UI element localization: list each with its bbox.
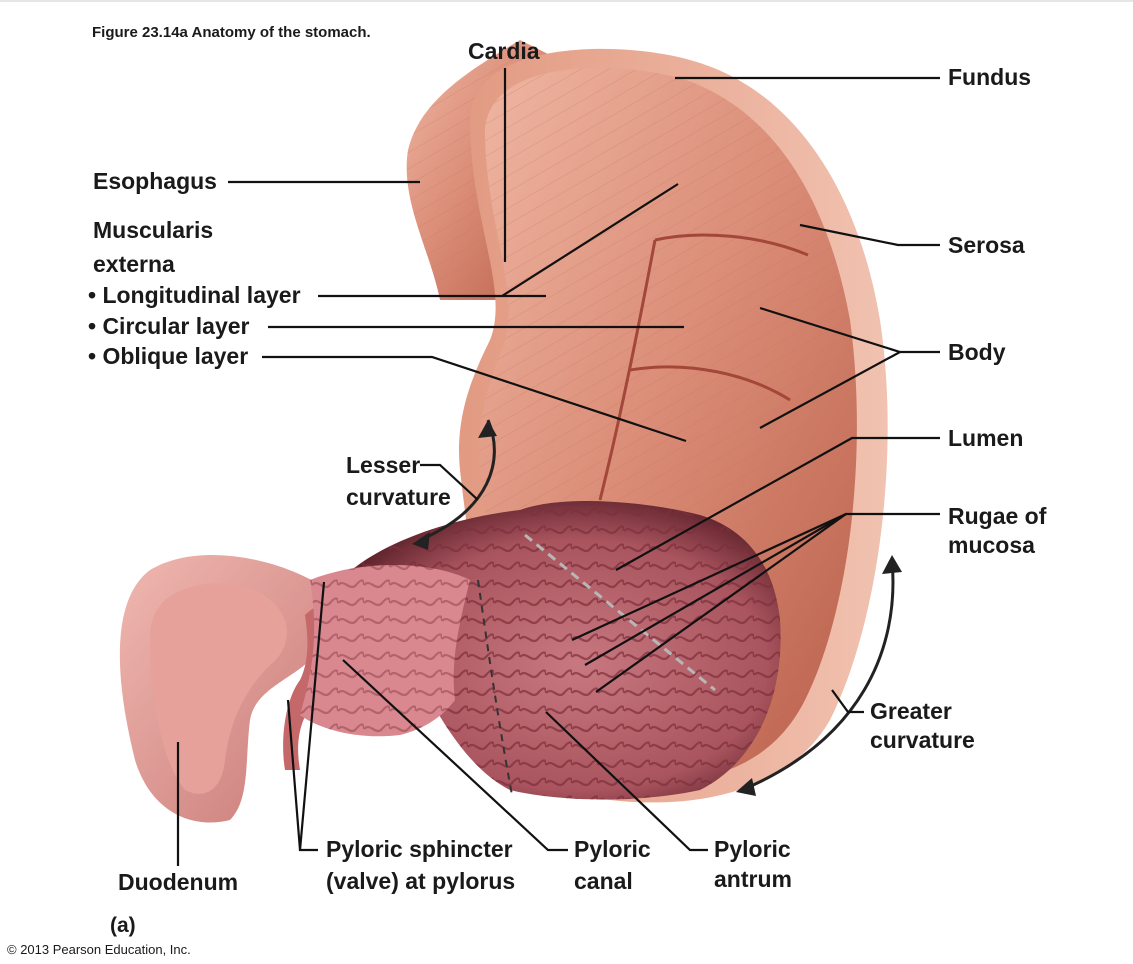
label-greater-curvature-line1: Greater xyxy=(870,698,952,725)
label-muscularis-line2: externa xyxy=(93,251,175,278)
label-esophagus: Esophagus xyxy=(93,168,217,195)
label-oblique-layer: • Oblique layer xyxy=(88,343,248,370)
label-rugae-line2: mucosa xyxy=(948,532,1035,559)
label-body: Body xyxy=(948,339,1006,366)
figure-title: Figure 23.14a Anatomy of the stomach. xyxy=(92,24,371,41)
label-rugae-line1: Rugae of xyxy=(948,503,1046,530)
label-fundus: Fundus xyxy=(948,64,1031,91)
label-lumen: Lumen xyxy=(948,425,1023,452)
label-pyloric-sphincter-line1: Pyloric sphincter xyxy=(326,836,513,863)
label-pyloric-sphincter-line2: (valve) at pylorus xyxy=(326,868,515,895)
panel-letter: (a) xyxy=(110,914,136,938)
label-circular-layer: • Circular layer xyxy=(88,313,249,340)
label-greater-curvature-line2: curvature xyxy=(870,727,975,754)
label-serosa: Serosa xyxy=(948,232,1025,259)
label-pyloric-antrum-line2: antrum xyxy=(714,866,792,893)
label-cardia: Cardia xyxy=(468,38,540,65)
label-pyloric-canal-line1: Pyloric xyxy=(574,836,651,863)
label-pyloric-canal-line2: canal xyxy=(574,868,633,895)
label-muscularis-line1: Muscularis xyxy=(93,217,213,244)
label-duodenum: Duodenum xyxy=(118,869,238,896)
label-longitudinal-layer: • Longitudinal layer xyxy=(88,282,301,309)
label-lesser-curvature-line2: curvature xyxy=(346,484,451,511)
label-lesser-curvature-line1: Lesser xyxy=(346,452,420,479)
label-pyloric-antrum-line1: Pyloric xyxy=(714,836,791,863)
copyright-notice: © 2013 Pearson Education, Inc. xyxy=(7,942,191,957)
